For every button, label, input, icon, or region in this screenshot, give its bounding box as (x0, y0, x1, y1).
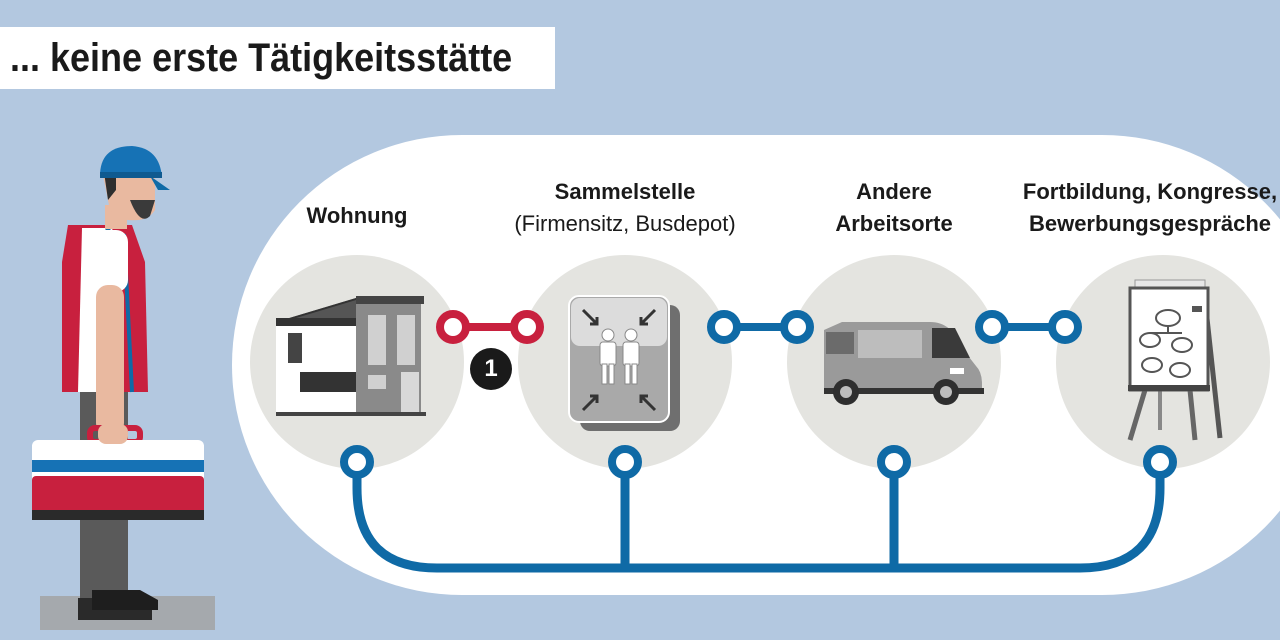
page-title: ... keine erste Tätigkeitsstätte (10, 36, 513, 80)
title-box: ... keine erste Tätigkeitsstätte (0, 27, 555, 89)
station-label-sammelstelle-subtitle: (Firmensitz, Busdepot) (514, 211, 736, 236)
station-label-fortbildung-line2: Bewerbungsgespräche (1028, 211, 1272, 236)
station-label-sammelstelle: Sammelstelle (Firmensitz, Busdepot) (514, 176, 735, 240)
badge-number: 1 (484, 355, 498, 382)
station-label-wohnung: Wohnung (307, 200, 408, 232)
station-label-fortbildung: Fortbildung, Kongresse, Bewerbungsgesprä… (1023, 176, 1277, 240)
assembly-point-icon (568, 295, 680, 431)
station-label-arbeitsorte-line1: Andere (856, 179, 932, 204)
station-label-wohnung-text: Wohnung (306, 203, 408, 228)
station-label-fortbildung-line1: Fortbildung, Kongresse, (1022, 179, 1278, 204)
badge (470, 348, 512, 390)
station-label-arbeitsorte-line2: Arbeitsorte (835, 211, 953, 236)
route-line (352, 462, 1165, 573)
connector-blue-1 (707, 310, 814, 344)
connector-blue-2 (975, 310, 1082, 344)
flipchart-icon (1127, 279, 1223, 441)
connector-red (436, 310, 544, 344)
route-nodes (340, 445, 1177, 479)
station-label-arbeitsorte: Andere Arbeitsorte (835, 176, 952, 240)
van-icon (824, 322, 984, 405)
worker-figure (32, 146, 215, 630)
station-label-sammelstelle-title: Sammelstelle (554, 179, 696, 204)
house-icon (276, 296, 426, 416)
